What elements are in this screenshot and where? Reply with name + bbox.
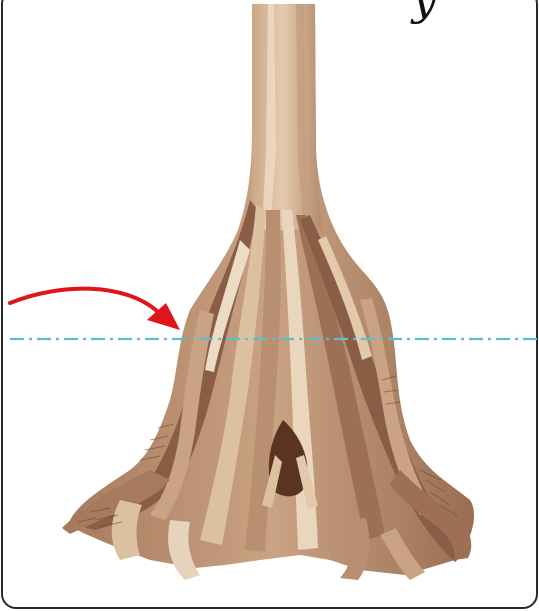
corner-glyph: y bbox=[412, 0, 437, 22]
